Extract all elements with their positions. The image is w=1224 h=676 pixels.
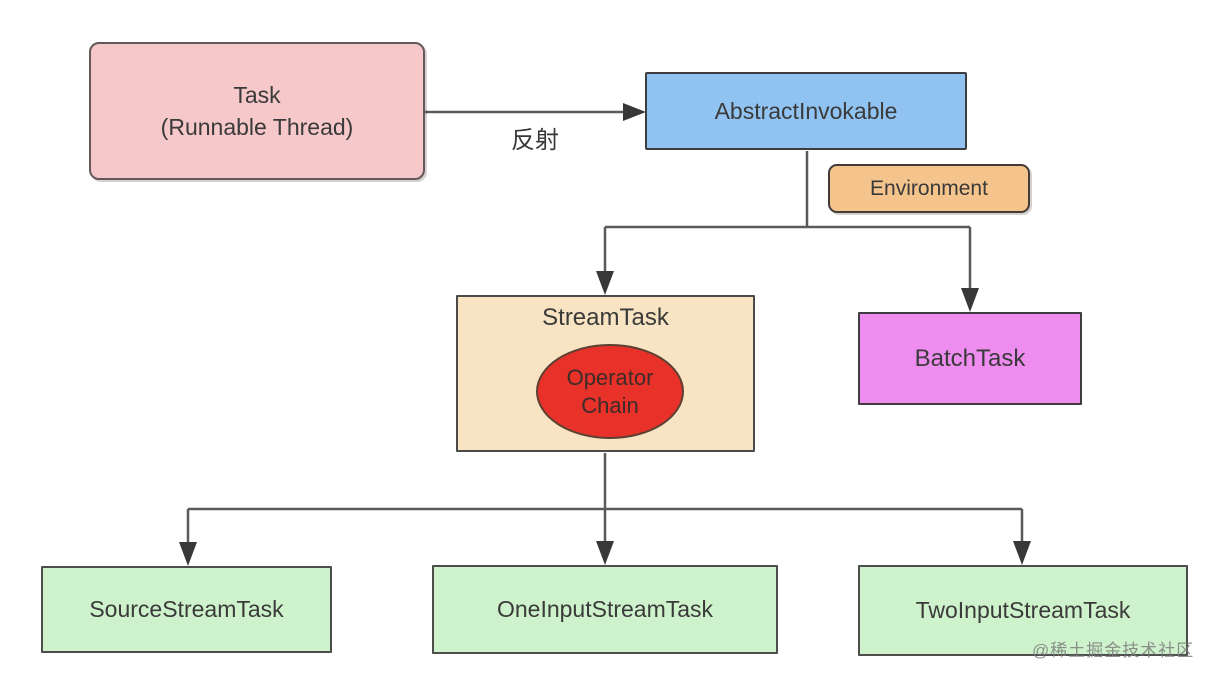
arrowhead-into-abstractinvokable (623, 103, 646, 121)
node-one-input-stream-task: OneInputStreamTask (432, 565, 778, 654)
arrowhead-into-twoinputstreamtask (1013, 541, 1031, 565)
node-batch-task-label: BatchTask (914, 344, 1026, 372)
arrowhead-into-oneinputstreamtask (596, 541, 614, 565)
edge-abstractinvokable-tree (603, 151, 972, 294)
node-stream-task-label: StreamTask (542, 304, 669, 331)
arrowhead-into-streamtask (596, 271, 614, 295)
node-two-input-stream-task-label: TwoInputStreamTask (915, 597, 1131, 623)
node-environment-label: Environment (870, 176, 988, 200)
node-source-stream-task: SourceStreamTask (41, 566, 332, 653)
arrowhead-into-sourcestreamtask (179, 542, 197, 566)
node-abstract-invokable: AbstractInvokable (645, 72, 967, 150)
node-operator-chain-label-line2: Chain (581, 392, 639, 418)
arrowhead-into-batchtask (961, 288, 979, 312)
node-two-input-stream-task: TwoInputStreamTask (858, 565, 1188, 656)
watermark: @稀土掘金技术社区 (1032, 641, 1195, 660)
node-task-label-line2: (Runnable Thread) (160, 114, 354, 140)
node-source-stream-task-label: SourceStreamTask (89, 596, 284, 622)
edge-label-reflection: 反射 (511, 127, 559, 154)
node-batch-task: BatchTask (858, 312, 1082, 405)
node-task: Task (Runnable Thread) (89, 42, 425, 180)
node-one-input-stream-task-label: OneInputStreamTask (496, 596, 714, 622)
node-operator-chain-label-line1: Operator (566, 364, 654, 390)
node-operator-chain: Operator Chain (536, 344, 684, 439)
node-environment: Environment (828, 164, 1030, 213)
edge-streamtask-tree (186, 453, 1024, 548)
node-task-label-line1: Task (233, 82, 281, 108)
node-abstract-invokable-label: AbstractInvokable (714, 97, 898, 124)
